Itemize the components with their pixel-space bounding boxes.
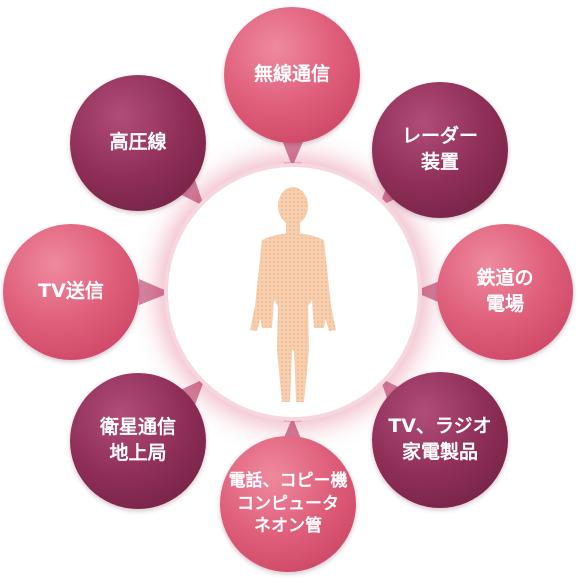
source-label: 無線通信 <box>253 63 330 86</box>
source-satellite-ground-station: 衛星通信 地上局 <box>70 373 206 509</box>
source-radar-equipment: レーダー 装置 <box>372 82 508 218</box>
source-label: 衛星通信 地上局 <box>99 416 176 464</box>
source-label: TV送信 <box>38 280 104 303</box>
source-label: 鉄道の 電場 <box>476 267 534 315</box>
source-railway-electric-field: 鉄道の 電場 <box>437 224 573 360</box>
source-label: 高圧線 <box>109 131 167 154</box>
source-wireless-communication: 無線通信 <box>224 7 360 143</box>
source-label: 電話、コピー機 コンピュータ ネオン管 <box>228 470 348 537</box>
source-tv-transmission: TV送信 <box>3 224 139 360</box>
source-label: レーダー 装置 <box>401 125 478 173</box>
source-high-voltage-line: 高圧線 <box>70 75 206 211</box>
source-phone-copier-computer: 電話、コピー機 コンピュータ ネオン管 <box>220 436 356 572</box>
source-tv-radio-appliances: TV、ラジオ 家電製品 <box>372 372 508 508</box>
source-label: TV、ラジオ 家電製品 <box>388 415 492 463</box>
